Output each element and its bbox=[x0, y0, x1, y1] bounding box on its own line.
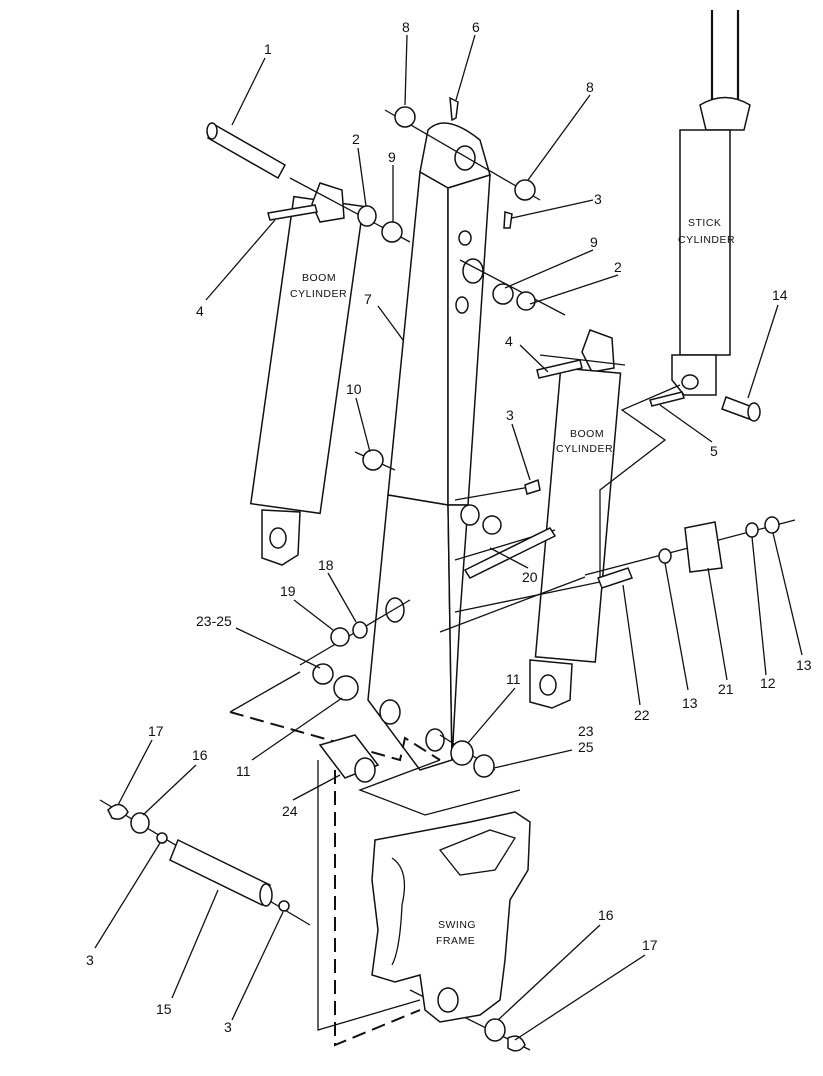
callout-7: 7 bbox=[364, 291, 372, 307]
callout-6: 6 bbox=[472, 19, 480, 35]
callout-4a: 4 bbox=[196, 303, 204, 319]
callout-8b: 8 bbox=[586, 79, 594, 95]
callout-11a: 11 bbox=[506, 671, 521, 687]
swing-frame-label-2: FRAME bbox=[436, 935, 475, 947]
lock-pin-5 bbox=[649, 391, 685, 407]
stick-pin bbox=[721, 396, 761, 422]
callout-18: 18 bbox=[318, 557, 334, 573]
callout-24: 24 bbox=[282, 803, 298, 819]
boom-cylinder-right: BOOM CYLINDER bbox=[529, 329, 622, 709]
callout-13a: 13 bbox=[682, 695, 698, 711]
callout-15: 15 bbox=[156, 1001, 172, 1017]
callout-2a: 2 bbox=[352, 131, 360, 147]
callout-2b: 2 bbox=[614, 259, 622, 275]
stick-cylinder-label-1: STICK bbox=[688, 217, 721, 229]
callout-11b: 11 bbox=[236, 763, 251, 779]
boom-cylinder-right-label-1: BOOM bbox=[570, 428, 604, 440]
swing-frame-label-1: SWING bbox=[438, 919, 476, 931]
small-parts bbox=[107, 96, 780, 1052]
callout-1: 1 bbox=[264, 41, 272, 57]
boom-cylinder-left: BOOM CYLINDER bbox=[249, 182, 365, 566]
callout-9b: 9 bbox=[590, 234, 598, 250]
callout-3d: 3 bbox=[224, 1019, 232, 1035]
leader-lines bbox=[94, 34, 803, 1041]
boom-cylinder-right-label-2: CYLINDER bbox=[556, 443, 613, 455]
callout-19: 19 bbox=[280, 583, 296, 599]
callout-13b: 13 bbox=[796, 657, 812, 673]
callout-3a: 3 bbox=[594, 191, 602, 207]
callout-3b: 3 bbox=[506, 407, 514, 423]
callout-17a: 17 bbox=[148, 723, 164, 739]
callout-16a: 16 bbox=[192, 747, 208, 763]
callout-20: 20 bbox=[522, 569, 538, 585]
callout-12: 12 bbox=[760, 675, 776, 691]
callout-17b: 17 bbox=[642, 937, 658, 953]
callout-22: 22 bbox=[634, 707, 650, 723]
callout-numbers: 1 2 2 3 3 3 3 4 4 5 6 7 8 8 9 9 10 11 11… bbox=[86, 19, 812, 1035]
callout-25: 25 bbox=[578, 739, 594, 755]
callout-23-25: 23-25 bbox=[196, 613, 232, 629]
callout-16b: 16 bbox=[598, 907, 614, 923]
callout-10: 10 bbox=[346, 381, 362, 397]
callout-3c: 3 bbox=[86, 952, 94, 968]
callout-23: 23 bbox=[578, 723, 594, 739]
callout-4b: 4 bbox=[505, 333, 513, 349]
stick-cylinder-label-2: CYLINDER bbox=[678, 234, 735, 246]
callout-14: 14 bbox=[772, 287, 788, 303]
callout-9a: 9 bbox=[388, 149, 396, 165]
callout-21: 21 bbox=[718, 681, 734, 697]
callout-5: 5 bbox=[710, 443, 718, 459]
boom-cylinder-left-label-2: CYLINDER bbox=[290, 288, 347, 300]
stick-cylinder: STICK CYLINDER bbox=[671, 10, 751, 396]
callout-8a: 8 bbox=[402, 19, 410, 35]
reference-path bbox=[229, 671, 521, 1047]
boom-cylinder-left-label-1: BOOM bbox=[302, 272, 336, 284]
boom-arm bbox=[367, 122, 491, 771]
swing-frame: SWING FRAME bbox=[371, 811, 531, 1023]
